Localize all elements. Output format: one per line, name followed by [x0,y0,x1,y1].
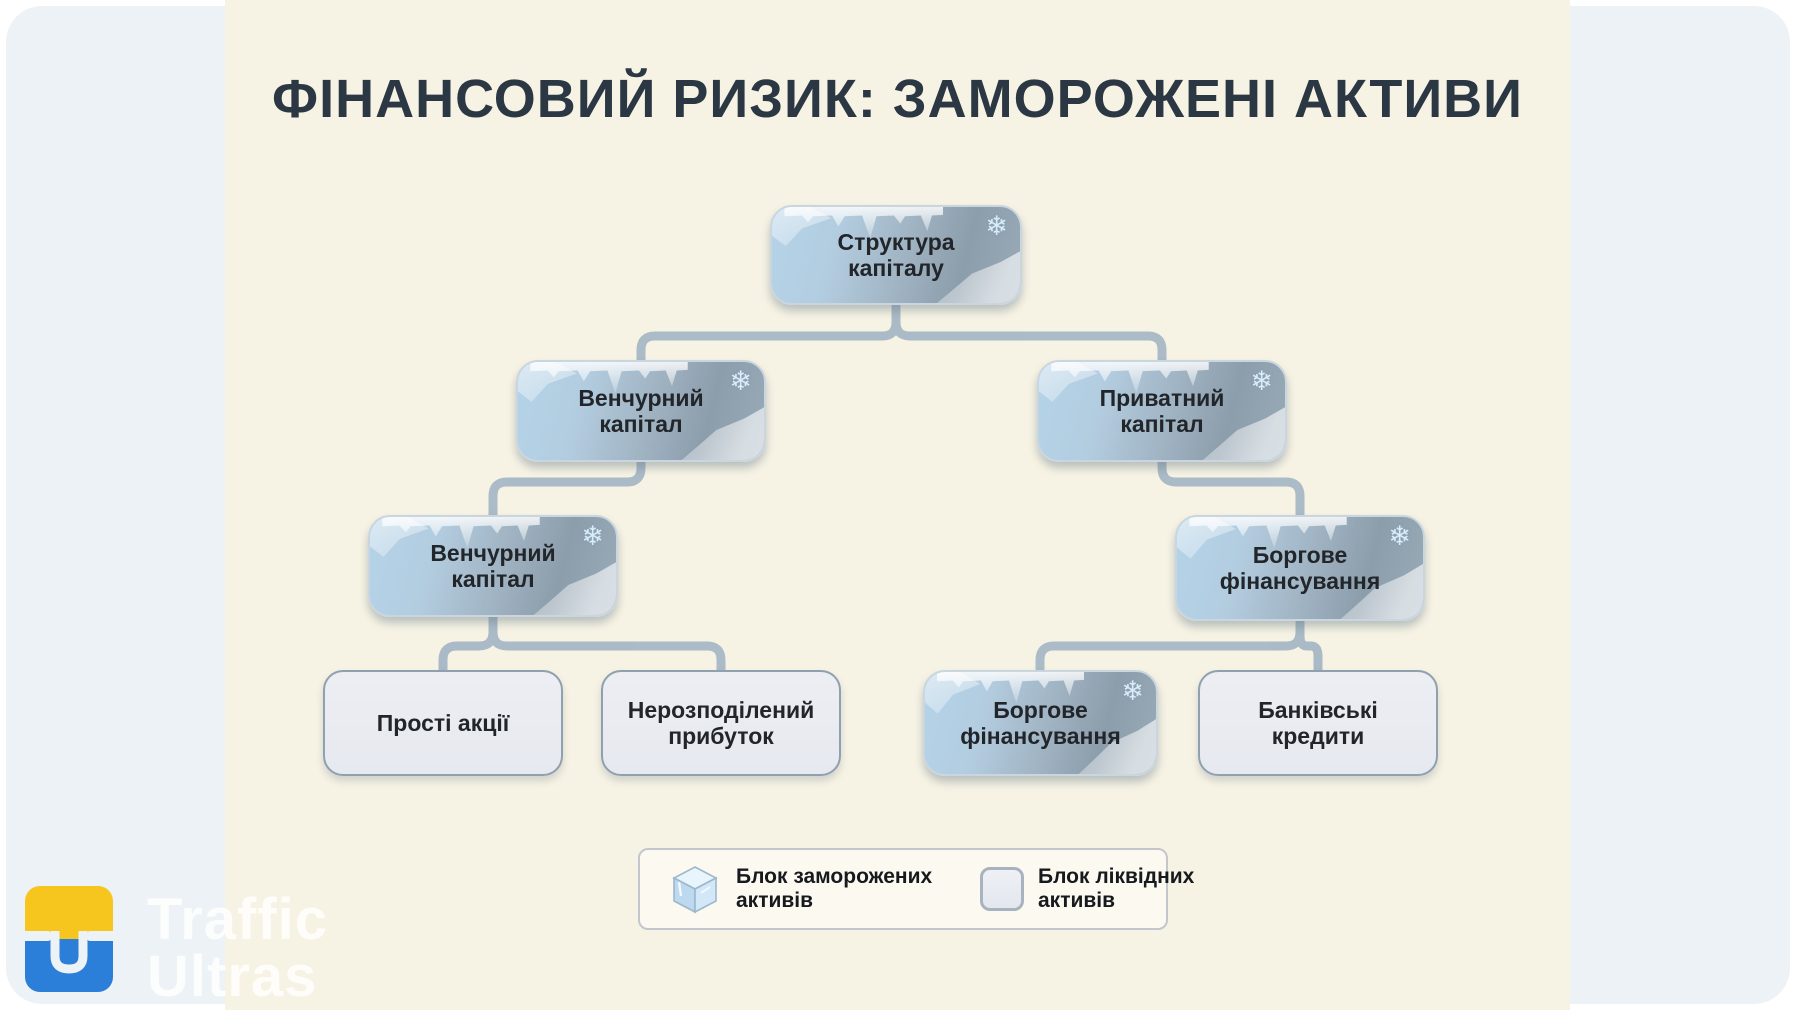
node-label: Приватний капітал [1099,384,1225,437]
node-label: Боргове фінансування [960,696,1121,749]
snowflake-icon: ❄ [729,366,752,396]
node-venture-capital-2: ❄ Венчурний капітал [368,515,618,617]
node-label: Банківські кредити [1258,696,1378,749]
traffic-ultras-logo-icon [25,886,113,992]
brand-line1: Traffic [147,887,329,952]
node-label: Венчурний капітал [578,384,704,437]
node-label: Боргове фінансування [1219,541,1381,594]
legend-liquid-label: Блок ліквідних активів [1038,864,1195,912]
ice-cube-icon [672,866,718,914]
node-label: Нерозподілений прибуток [627,696,815,749]
node-common-shares: Прості акції [323,670,563,776]
node-bank-loans: Банківські кредити [1198,670,1438,776]
snowflake-icon: ❄ [1388,521,1411,551]
node-debt-financing-1: ❄ Боргове фінансування [1175,515,1425,621]
brand-wordmark: Traffic Ultras [147,887,329,1009]
node-capital-structure: ❄ Структура капіталу [770,205,1022,305]
page-title: ФІНАНСОВИЙ РИЗИК: ЗАМОРОЖЕНІ АКТИВИ [272,69,1523,129]
node-venture-capital-1: ❄ Венчурний капітал [516,360,766,462]
snowflake-icon: ❄ [985,211,1008,241]
node-retained-earnings: Нерозподілений прибуток [601,670,841,776]
node-label: Прості акції [376,709,510,736]
snowflake-icon: ❄ [1250,366,1273,396]
brand-watermark: Traffic Ultras [25,886,328,1006]
liquid-block-icon [980,867,1024,911]
node-private-capital: ❄ Приватний капітал [1037,360,1287,462]
legend: Блок заморожених активів Блок ліквідних … [638,848,1194,930]
legend-frozen-label: Блок заморожених активів [736,864,933,912]
snowflake-icon: ❄ [1121,676,1144,706]
node-debt-financing-2: ❄ Боргове фінансування [923,670,1158,776]
legend-item-frozen: Блок заморожених активів [668,862,936,916]
legend-item-liquid: Блок ліквідних активів [980,865,1208,913]
node-label: Венчурний капітал [430,539,556,592]
brand-line2: Ultras [147,943,318,1009]
node-label: Структура капіталу [837,228,955,281]
snowflake-icon: ❄ [581,521,604,551]
content-card [225,0,1570,1010]
